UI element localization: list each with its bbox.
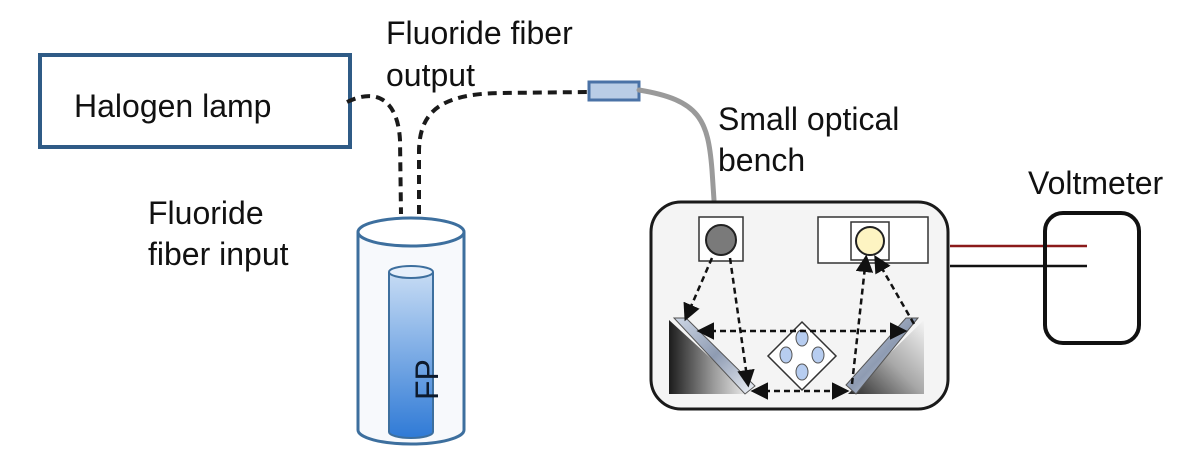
fluoride-fiber-output bbox=[417, 90, 591, 214]
halogen-lamp-label: Halogen lamp bbox=[74, 88, 271, 124]
voltmeter-box bbox=[1043, 211, 1141, 345]
optical-bench-label-line2: bench bbox=[718, 142, 805, 178]
optical-bench bbox=[649, 200, 950, 411]
sample-tube: FP bbox=[356, 216, 466, 446]
fiber-input-label-line2: fiber input bbox=[148, 236, 289, 272]
fiber-output-label-line2: output bbox=[386, 57, 475, 93]
fluoride-fiber-input bbox=[346, 94, 403, 215]
fp-sample-top bbox=[388, 265, 434, 279]
optical-bench-label-line1: Small optical bbox=[718, 101, 899, 137]
halogen-lamp: Halogen lamp bbox=[38, 53, 352, 149]
gray-fiber-cable bbox=[636, 87, 717, 203]
halogen-lamp-box bbox=[38, 53, 352, 149]
cuvette-slot-icon bbox=[795, 363, 809, 381]
light-path-arrow bbox=[874, 254, 916, 325]
fiber-output-label-line1: Fluoride fiber bbox=[386, 15, 573, 51]
light-path-arrow bbox=[850, 254, 874, 385]
fp-label: FP bbox=[409, 359, 445, 400]
fiber-connector bbox=[587, 80, 641, 102]
cuvette-slot-icon bbox=[795, 329, 809, 347]
light-path bbox=[683, 254, 916, 400]
light-path-arrow bbox=[683, 257, 714, 322]
fiber-input-label-line1: Fluoride bbox=[148, 195, 264, 231]
tube-top-rim bbox=[356, 216, 466, 248]
detector-icon bbox=[855, 226, 885, 256]
light-source-icon bbox=[705, 224, 737, 256]
light-path-arrow bbox=[728, 257, 755, 388]
cuvette-slot-icon bbox=[811, 346, 825, 364]
fluoride-fibers bbox=[346, 90, 591, 215]
voltmeter-label: Voltmeter bbox=[1028, 165, 1164, 201]
cuvette-slot-icon bbox=[779, 346, 793, 364]
fp-sample-body bbox=[388, 272, 434, 439]
